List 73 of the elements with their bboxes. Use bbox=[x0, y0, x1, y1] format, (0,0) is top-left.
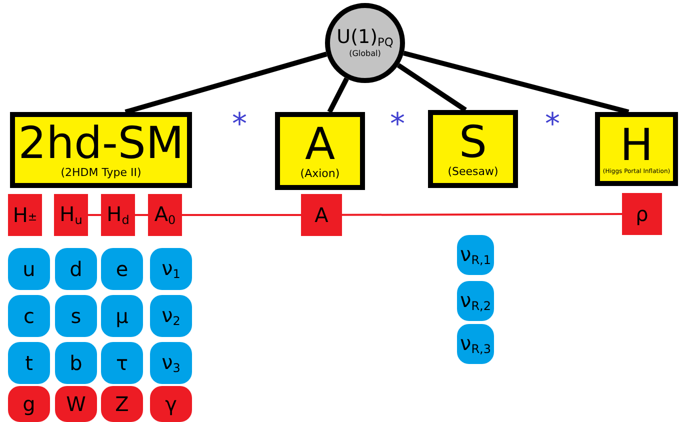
fermion-box bbox=[55, 342, 97, 384]
node-title: A bbox=[304, 123, 336, 167]
node-title: τ bbox=[116, 353, 128, 373]
coupling-line bbox=[88, 214, 101, 216]
node-title: μ bbox=[116, 306, 128, 326]
node-title: ν$_{1}$ bbox=[162, 258, 180, 280]
node-title: ν$_{3}$ bbox=[162, 352, 180, 374]
asterisk-mark: * bbox=[390, 110, 405, 140]
fermion-box bbox=[150, 248, 192, 290]
node-title: e bbox=[116, 259, 128, 279]
fermion-box bbox=[8, 248, 50, 290]
fermion-box bbox=[101, 342, 143, 384]
node-subtitle: (2HDM Type II) bbox=[60, 167, 142, 178]
node-title: H$_{d}$ bbox=[106, 204, 130, 226]
asterisk-mark: * bbox=[545, 110, 560, 140]
node-title: A bbox=[314, 205, 328, 225]
boson-box bbox=[150, 386, 192, 422]
sector-box bbox=[428, 110, 518, 188]
node-title: ν$_{2}$ bbox=[162, 305, 180, 327]
node-title: U(1)$_{PQ}$ bbox=[336, 28, 394, 49]
node-title: γ bbox=[165, 394, 177, 414]
node-title: W bbox=[66, 394, 86, 414]
fermion-box bbox=[150, 295, 192, 337]
node-title: ρ bbox=[636, 204, 648, 224]
fermion-box bbox=[8, 342, 50, 384]
fermion-box bbox=[457, 235, 494, 275]
boson-box bbox=[8, 386, 50, 422]
fermion-box bbox=[55, 295, 97, 337]
node-title: ν$_{R,1}$ bbox=[460, 244, 491, 266]
node-title: A$_{0}$ bbox=[154, 204, 176, 226]
scalar-box bbox=[301, 194, 342, 236]
fermion-box bbox=[8, 295, 50, 337]
coupling-line bbox=[342, 213, 622, 216]
fermion-box bbox=[457, 324, 494, 364]
node-title: 2hd-SM bbox=[18, 122, 184, 166]
node-title: s bbox=[70, 306, 82, 326]
sector-box bbox=[10, 112, 192, 188]
scalar-box bbox=[8, 194, 42, 236]
node-title: c bbox=[24, 306, 34, 326]
connector-line bbox=[124, 52, 328, 114]
node-subtitle: (Axion) bbox=[300, 168, 340, 179]
scalar-box bbox=[622, 193, 662, 235]
connector-line bbox=[396, 63, 467, 112]
node-title: H bbox=[620, 124, 654, 168]
coupling-line bbox=[135, 214, 148, 216]
node-title: d bbox=[70, 259, 82, 279]
fermion-box bbox=[55, 248, 97, 290]
scalar-box bbox=[148, 194, 182, 236]
node-subtitle: (Seesaw) bbox=[448, 166, 498, 177]
node-title: t bbox=[25, 353, 33, 373]
connector-line bbox=[327, 77, 349, 114]
fermion-box bbox=[101, 295, 143, 337]
boson-box bbox=[101, 386, 143, 422]
node-title: H$_{u}$ bbox=[60, 204, 82, 226]
fermion-box bbox=[150, 342, 192, 384]
node-title: ν$_{R,3}$ bbox=[460, 333, 491, 355]
sector-box bbox=[275, 112, 365, 190]
asterisk-mark: * bbox=[232, 110, 247, 140]
node-title: b bbox=[70, 353, 82, 373]
scalar-box bbox=[54, 194, 88, 236]
fermion-box bbox=[457, 281, 494, 321]
node-title: u bbox=[22, 259, 36, 279]
sector-box bbox=[595, 112, 678, 186]
node-title: S bbox=[459, 121, 487, 165]
boson-box bbox=[55, 386, 97, 422]
coupling-line bbox=[182, 214, 301, 216]
node-title: g bbox=[22, 394, 36, 414]
node-title: ν$_{R,2}$ bbox=[460, 290, 491, 312]
scalar-box bbox=[101, 194, 135, 236]
node-title: Z bbox=[115, 394, 129, 414]
node-subtitle: (Global) bbox=[349, 50, 381, 58]
connector-line bbox=[403, 50, 630, 114]
fermion-box bbox=[101, 248, 143, 290]
